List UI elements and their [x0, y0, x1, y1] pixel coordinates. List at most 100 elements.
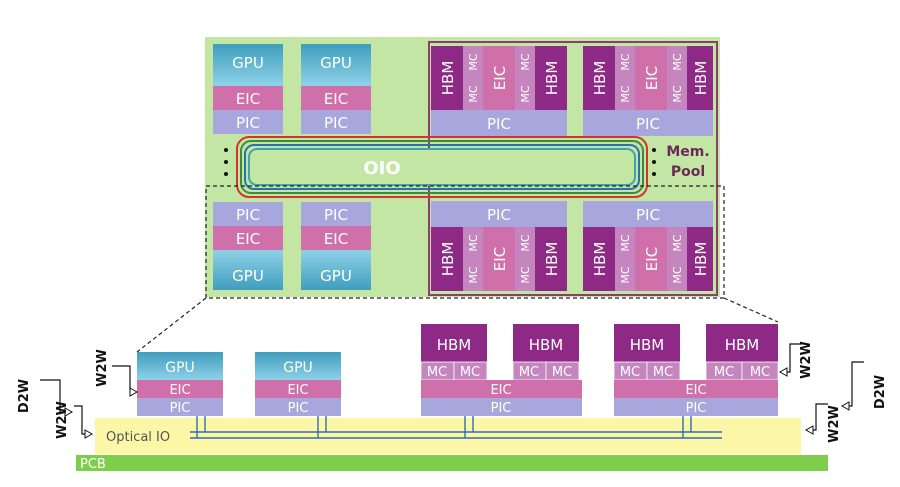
- hbm-label: HBM: [543, 242, 561, 277]
- mc-label: MC: [619, 234, 632, 251]
- pic-label: PIC: [288, 401, 309, 416]
- pic-label: PIC: [236, 114, 260, 132]
- eic-label: EIC: [236, 230, 260, 248]
- d2w-annotation-left: D2W: [17, 379, 74, 417]
- w2w-label: W2W: [799, 341, 814, 379]
- mc-label: MC: [427, 365, 447, 380]
- mc-label: MC: [671, 234, 684, 251]
- memory-group-top-2: HBM MC MC EIC MC MC HBM PIC: [583, 46, 713, 136]
- hbm-label: HBM: [692, 61, 710, 96]
- eic-label: EIC: [324, 90, 348, 108]
- pic-label: PIC: [491, 401, 512, 416]
- mc-label: MC: [467, 53, 480, 70]
- pic-label: PIC: [324, 114, 348, 132]
- mc-label: MC: [671, 266, 684, 283]
- w2w-annotation-right-top: W2W: [778, 341, 814, 379]
- w2w-annotation-left-top: W2W: [95, 349, 139, 397]
- mc-label: MC: [619, 85, 632, 102]
- mem-pool-label-line1: Mem.: [666, 144, 709, 160]
- w2w-label: W2W: [827, 405, 842, 443]
- mc-label: MC: [671, 53, 684, 70]
- perspective-line-right: [723, 297, 779, 323]
- pic-label: PIC: [636, 115, 660, 133]
- hbm-label: HBM: [439, 242, 457, 277]
- eic-label: EIC: [169, 383, 190, 398]
- mc-label: MC: [467, 234, 480, 251]
- w2w-label: W2W: [95, 349, 110, 387]
- d2w-annotation-right: D2W: [840, 361, 888, 411]
- ellipsis-right: [652, 148, 656, 176]
- mem-pool-label-line2: Pool: [671, 164, 705, 180]
- pic-label: PIC: [487, 115, 511, 133]
- cross-gpu-stack-1: GPU EIC PIC: [137, 352, 223, 416]
- gpu-stack-top-1: GPU EIC PIC: [213, 44, 283, 134]
- mc-label: MC: [519, 53, 532, 70]
- eic-label: EIC: [643, 66, 661, 90]
- gpu-stack-bottom-1: PIC EIC GPU: [213, 202, 283, 290]
- hbm-label: HBM: [437, 336, 472, 354]
- mc-label: MC: [552, 365, 572, 380]
- mc-label: MC: [519, 365, 539, 380]
- oio-waveguide-ring: [236, 136, 648, 198]
- pic-label: PIC: [324, 206, 348, 224]
- gpu-label: GPU: [320, 54, 352, 72]
- memory-group-bottom-2: PIC HBM MC MC EIC MC MC HBM: [583, 201, 713, 291]
- gpu-label: GPU: [232, 54, 264, 72]
- d2w-label: D2W: [873, 375, 888, 409]
- eic-label: EIC: [236, 90, 260, 108]
- hbm-label: HBM: [543, 61, 561, 96]
- pic-label: PIC: [686, 401, 707, 416]
- mc-label: MC: [519, 85, 532, 102]
- cross-section-selection: [205, 185, 725, 299]
- eic-label: EIC: [287, 383, 308, 398]
- pcb-label: PCB: [80, 457, 106, 472]
- w2w-label: W2W: [55, 401, 70, 439]
- hbm-label: HBM: [725, 336, 760, 354]
- w2w-annotation-left-bottom: W2W: [55, 401, 94, 439]
- gpu-label: GPU: [232, 267, 264, 285]
- oio-label: OIO: [363, 158, 400, 179]
- pcb-layer: [76, 455, 828, 471]
- perspective-line-left: [136, 297, 207, 353]
- hbm-label: HBM: [529, 336, 564, 354]
- cross-memory-stack-2: HBM HBM MC MC MC MC EIC PIC: [613, 324, 779, 416]
- hbm-label: HBM: [591, 61, 609, 96]
- gpu-label: GPU: [283, 360, 313, 376]
- pic-label: PIC: [487, 206, 511, 224]
- eic-label: EIC: [324, 230, 348, 248]
- w2w-annotation-right-bottom: W2W: [804, 403, 842, 443]
- mc-label: MC: [467, 266, 480, 283]
- pic-label: PIC: [236, 206, 260, 224]
- mc-label: MC: [519, 234, 532, 251]
- pic-label: PIC: [636, 206, 660, 224]
- eic-label: EIC: [643, 247, 661, 271]
- d2w-label: D2W: [17, 379, 32, 413]
- optical-io-layer: [95, 418, 801, 454]
- mc-label: MC: [519, 266, 532, 283]
- gpu-label: GPU: [165, 360, 195, 376]
- mc-label: MC: [671, 85, 684, 102]
- hbm-label: HBM: [692, 242, 710, 277]
- mc-label: MC: [460, 365, 480, 380]
- mc-label: MC: [714, 365, 734, 380]
- hbm-label: HBM: [439, 61, 457, 96]
- eic-label: EIC: [491, 66, 509, 90]
- memory-group-top-1: HBM MC MC EIC MC MC HBM PIC: [431, 46, 567, 136]
- hbm-label: HBM: [630, 336, 665, 354]
- optical-waveguides: [190, 416, 722, 439]
- hbm-label: HBM: [591, 242, 609, 277]
- eic-label: EIC: [490, 383, 511, 398]
- cross-memory-stack-1: HBM HBM MC MC MC MC EIC PIC: [420, 324, 582, 416]
- eic-label: EIC: [491, 247, 509, 271]
- optical-io-label: Optical IO: [106, 430, 170, 445]
- mc-label: MC: [619, 53, 632, 70]
- cross-gpu-stack-2: GPU EIC PIC: [255, 352, 341, 416]
- gpu-label: GPU: [320, 267, 352, 285]
- gpu-stack-top-2: GPU EIC PIC: [301, 44, 371, 134]
- ellipsis-left: [224, 148, 228, 176]
- mc-label: MC: [653, 365, 673, 380]
- pic-label: PIC: [170, 401, 191, 416]
- mc-label: MC: [620, 365, 640, 380]
- mc-label: MC: [750, 365, 770, 380]
